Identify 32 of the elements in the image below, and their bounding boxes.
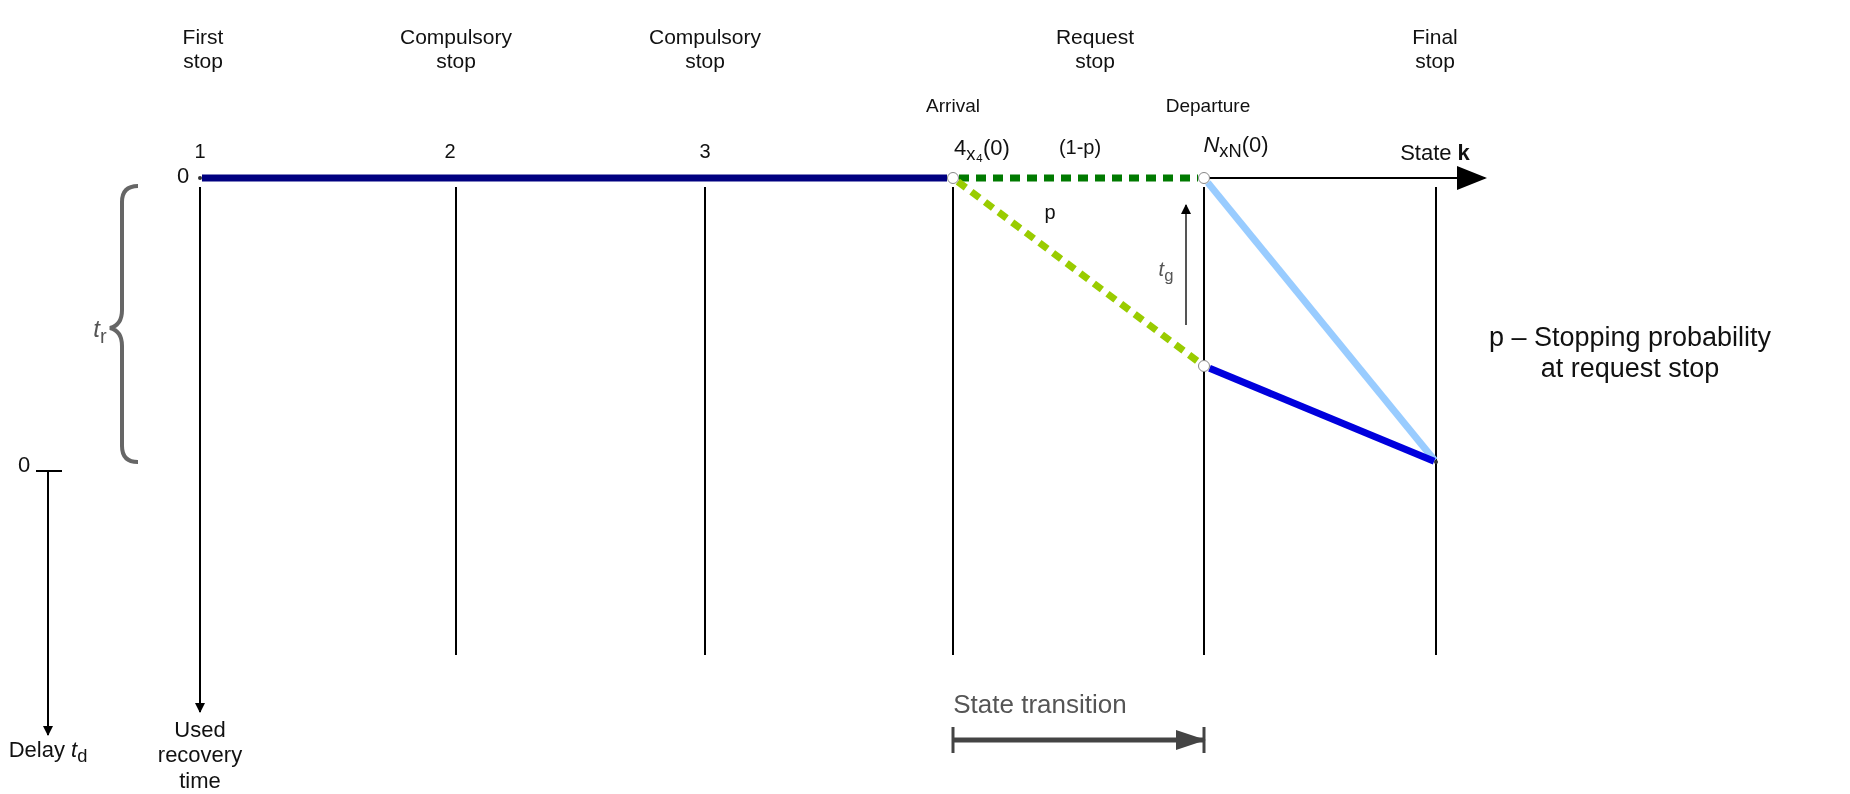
state-point <box>1198 360 1210 372</box>
state-point <box>1198 172 1210 184</box>
stop-number: 2 <box>443 140 457 163</box>
stop-name: Final stop <box>1411 25 1459 74</box>
edge-label: (1-p) <box>1057 136 1103 159</box>
caption-text: Arrival <box>925 95 981 117</box>
point-marker <box>198 176 202 180</box>
stop-name: Compulsory stop <box>398 25 513 74</box>
trajectory-line <box>959 174 1198 182</box>
stop-name: Compulsory stop <box>647 25 762 74</box>
trajectory-line <box>1208 365 1436 465</box>
caption-text: p – Stopping probability at request stop <box>1487 322 1773 385</box>
axis-tick-label: 0 <box>16 452 32 478</box>
axis-tick-label: 0 <box>175 163 191 189</box>
axis-label: State k <box>1399 140 1471 166</box>
stop-name: First stop <box>181 25 225 74</box>
point-marker <box>1434 460 1438 464</box>
trajectory-line <box>955 178 1202 366</box>
axis-label: Used recovery time <box>156 717 244 793</box>
state-label: N$_{xN}$(0) <box>1202 132 1270 162</box>
caption-text: Departure <box>1164 95 1252 117</box>
brace-label: t$_{r}$ <box>92 315 108 348</box>
edge-label: p <box>1043 201 1057 224</box>
state-point <box>947 172 959 184</box>
axis-label: Delay t$_{d}$ <box>8 737 88 767</box>
stop-number: 3 <box>698 140 712 163</box>
stop-name: Request stop <box>1054 25 1136 74</box>
stop-number: 1 <box>193 140 207 163</box>
trajectory-line <box>1205 180 1438 463</box>
dimension-label: State transition <box>952 690 1128 720</box>
dimension-label: t$_{g}$ <box>1157 258 1175 286</box>
state-label: 4$_{x₄}$(0) <box>953 135 1011 165</box>
